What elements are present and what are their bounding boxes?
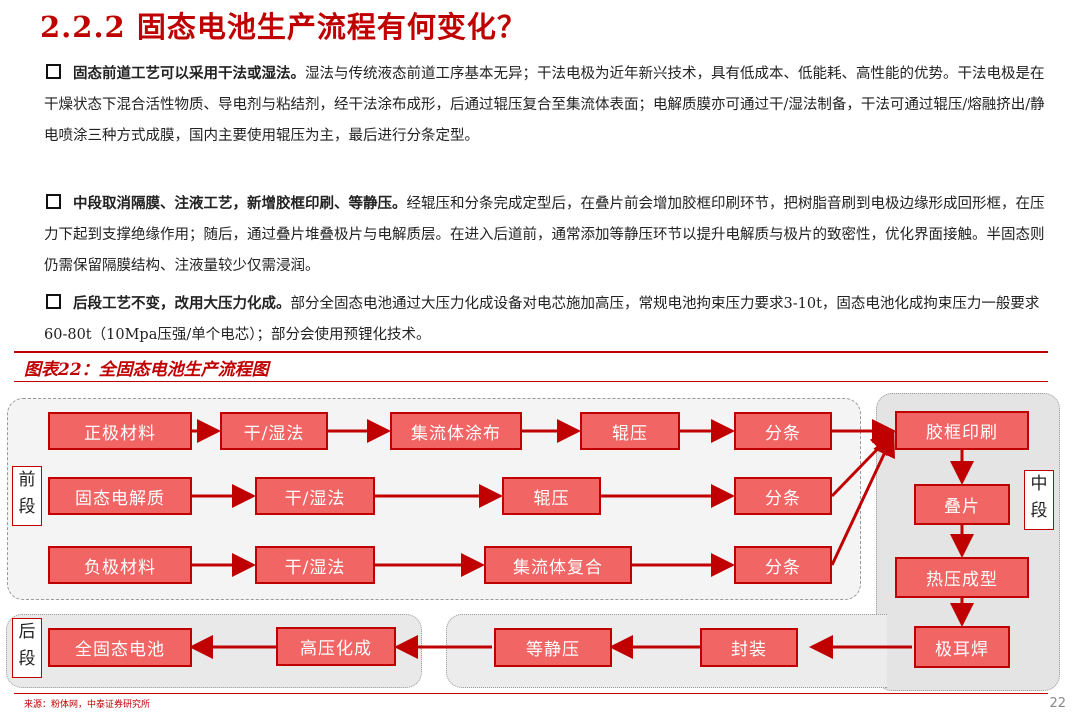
figure-top-rule — [14, 351, 1048, 353]
node-stacking: 叠片 — [914, 484, 1010, 525]
page-title: 2.2.2 固态电池生产流程有何变化？ — [40, 10, 527, 44]
source-note: 来源：粉体网，中泰证券研究所 — [24, 700, 151, 710]
node-row2-rolling: 辊压 — [502, 477, 601, 515]
node-cathode-material: 正极材料 — [48, 412, 192, 450]
figure-caption-rule — [14, 381, 1048, 382]
paragraph-front-heading: 固态前道工艺可以采用干法或湿法。 — [73, 65, 305, 82]
figure-caption: 图表22：全固态电池生产流程图 — [24, 360, 269, 380]
node-row1-rolling: 辊压 — [580, 412, 680, 450]
stage-label-front: 前段 — [12, 466, 42, 526]
page-number: 22 — [1049, 696, 1066, 711]
square-bullet-icon — [46, 194, 61, 209]
node-row1-collector-coating: 集流体涂布 — [390, 412, 522, 450]
stage-label-mid: 中段 — [1024, 470, 1054, 530]
node-solid-electrolyte: 固态电解质 — [48, 477, 192, 515]
node-isostatic-pressing: 等静压 — [494, 628, 612, 667]
paragraph-front-text: 湿法与传统液态前道工序基本无异；干法电极为近年新兴技术，具有低成本、低能耗、高性… — [44, 66, 1045, 144]
stage-label-back: 后段 — [12, 618, 42, 678]
square-bullet-icon — [46, 64, 61, 79]
footer-rule — [14, 693, 1048, 694]
paragraph-back-heading: 后段工艺不变，改用大压力化成。 — [73, 295, 291, 312]
node-row3-slitting: 分条 — [734, 546, 832, 584]
node-row3-collector-composite: 集流体复合 — [484, 546, 632, 584]
paragraph-mid-text: 经辊压和分条完成定型后，在叠片前会增加胶框印刷环节，把树脂音刷到电极边缘形成回形… — [44, 196, 1045, 274]
node-row2-dry-wet: 干/湿法 — [255, 477, 375, 515]
node-packaging: 封装 — [700, 628, 798, 667]
paragraph-mid: 中段取消隔膜、注液工艺，新增胶框印刷、等静压。经辊压和分条完成定型后，在叠片前会… — [44, 188, 1054, 282]
node-anode-material: 负极材料 — [48, 546, 192, 584]
node-frame-printing: 胶框印刷 — [895, 411, 1029, 450]
node-high-pressure-formation: 高压化成 — [276, 627, 396, 666]
node-row3-dry-wet: 干/湿法 — [255, 546, 375, 584]
node-hot-press-forming: 热压成型 — [895, 557, 1029, 598]
paragraph-back: 后段工艺不变，改用大压力化成。部分全固态电池通过大压力化成设备对电芯施加高压，常… — [44, 288, 1054, 351]
node-tab-welding: 极耳焊 — [914, 626, 1010, 668]
node-row2-slitting: 分条 — [734, 477, 832, 515]
paragraph-front: 固态前道工艺可以采用干法或湿法。湿法与传统液态前道工序基本无异；干法电极为近年新… — [44, 58, 1054, 152]
square-bullet-icon — [46, 294, 61, 309]
node-all-solid-state-battery: 全固态电池 — [48, 628, 192, 667]
paragraph-back-text: 部分全固态电池通过大压力化成设备对电芯施加高压，常规电池拘束压力要求3-10t，… — [44, 296, 1040, 343]
node-row1-slitting: 分条 — [734, 412, 832, 450]
paragraph-mid-heading: 中段取消隔膜、注液工艺，新增胶框印刷、等静压。 — [73, 195, 407, 212]
node-row1-dry-wet: 干/湿法 — [220, 412, 328, 450]
